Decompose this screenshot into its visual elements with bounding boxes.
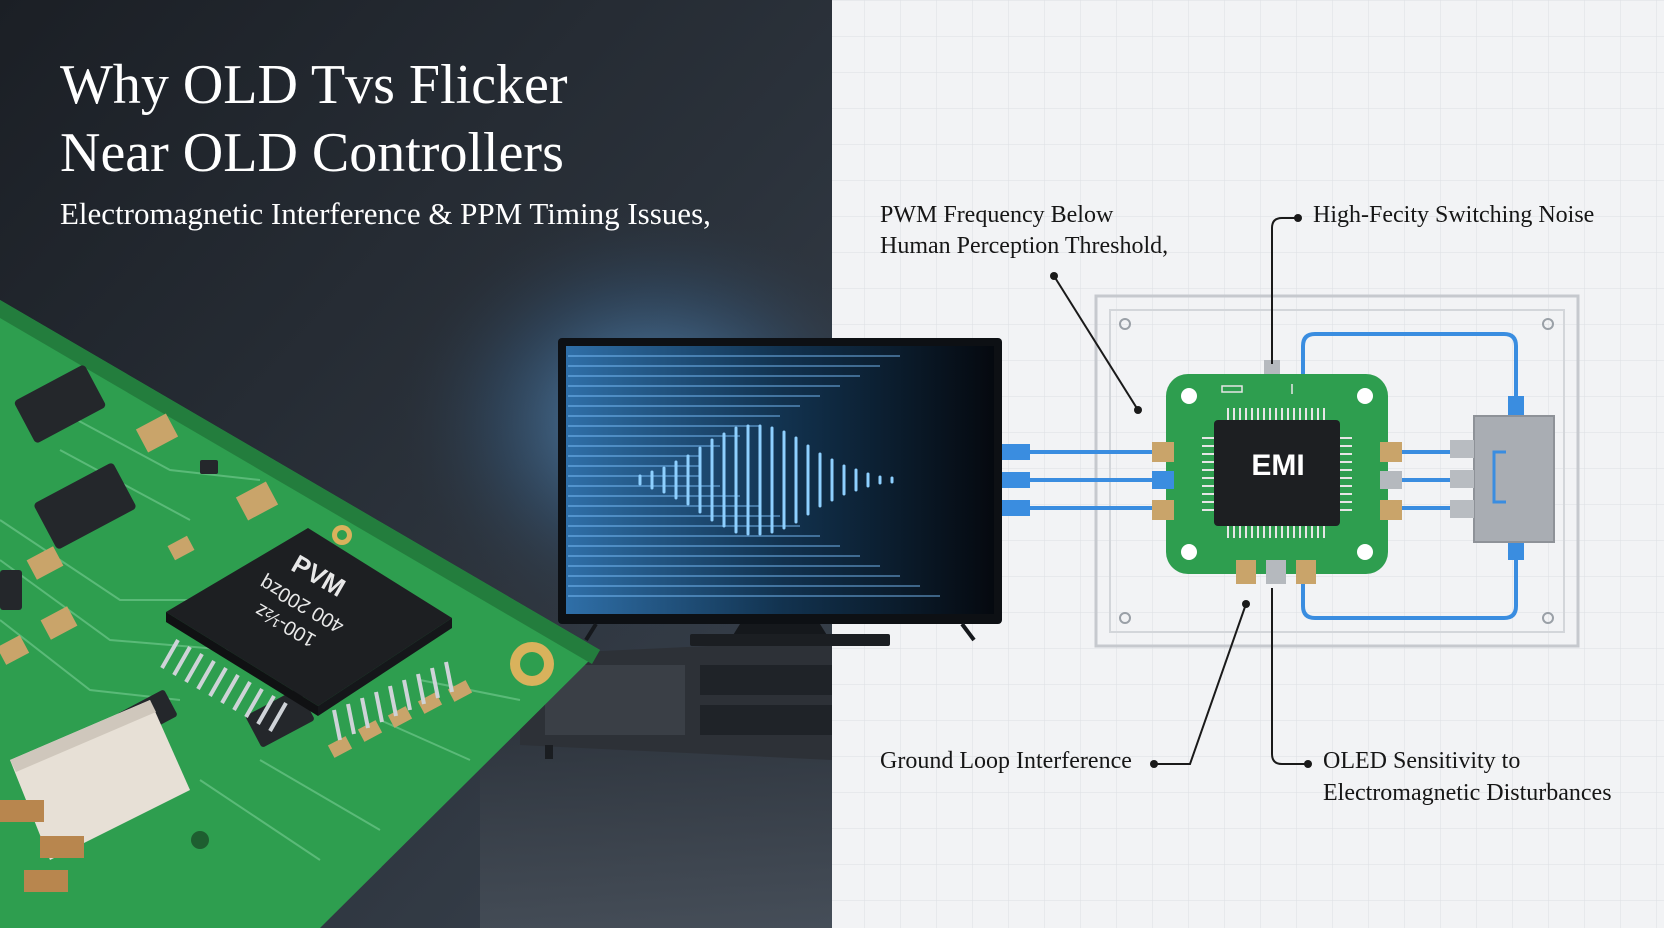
title-line-2: Near OLD Controllers bbox=[60, 122, 564, 184]
emi-chip-label: EMI bbox=[1251, 449, 1305, 482]
leader-lines bbox=[1053, 217, 1308, 765]
leader-dots bbox=[1050, 214, 1312, 768]
callout-pwm-line-2: Human Perception Threshold, bbox=[880, 233, 1169, 259]
callout-ground-loop: Ground Loop Interference bbox=[880, 748, 1132, 774]
chip-pins bbox=[160, 639, 454, 741]
connector-block bbox=[1450, 415, 1555, 543]
pcb-connector bbox=[10, 700, 190, 860]
television bbox=[558, 338, 1002, 646]
trace-terminals bbox=[1002, 396, 1524, 560]
scanlines bbox=[568, 355, 940, 597]
frame-screws bbox=[1119, 318, 1554, 624]
pcb-connector-pins bbox=[0, 800, 84, 892]
tv-base bbox=[690, 634, 890, 646]
title-line-1: Why OLD Tvs Flicker bbox=[60, 54, 568, 116]
pcb-main-chip bbox=[160, 528, 454, 741]
tv-cabinet bbox=[520, 640, 832, 760]
emi-module bbox=[1152, 360, 1402, 584]
pcb-small-chips bbox=[0, 365, 314, 747]
tv-screen bbox=[566, 346, 994, 614]
pcb-pads bbox=[0, 413, 473, 758]
diagram-frame bbox=[1094, 294, 1580, 648]
callout-switching-noise: High-Fecity Switching Noise bbox=[1313, 202, 1595, 228]
callout-pwm-line-1: PWM Frequency Below bbox=[880, 202, 1114, 228]
callout-oled-line-1: OLED Sensitivity to bbox=[1323, 748, 1521, 774]
emi-chip bbox=[1214, 420, 1340, 526]
subtitle: Electromagnetic Interference & PPM Timin… bbox=[60, 196, 711, 231]
flicker-waveform bbox=[638, 424, 894, 536]
emi-chip-pins bbox=[1202, 408, 1352, 538]
callout-oled-line-2: Electromagnetic Disturbances bbox=[1323, 780, 1612, 806]
